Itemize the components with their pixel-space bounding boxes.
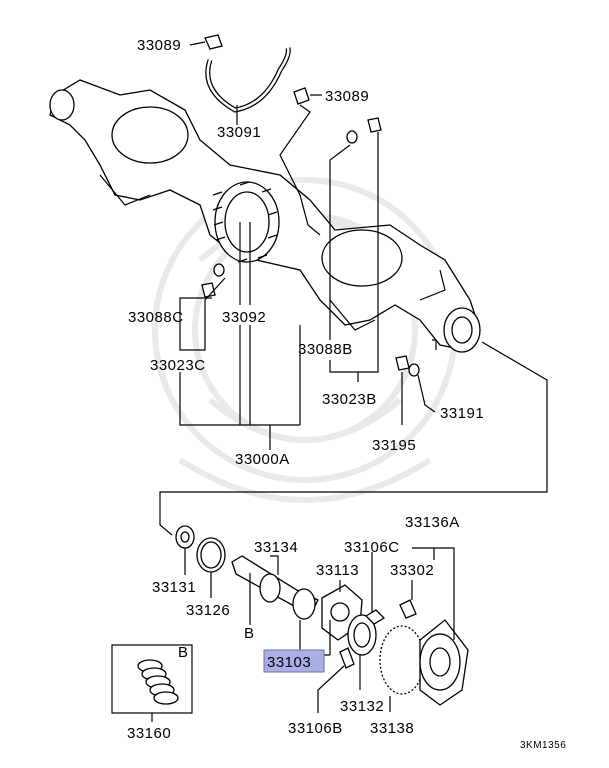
- label-33023b: 33023B: [322, 391, 377, 408]
- label-33195: 33195: [372, 437, 416, 454]
- axle-housing: [49, 79, 481, 353]
- label-33089-top: 33089: [137, 37, 181, 54]
- shaft-assembly: [175, 525, 469, 706]
- fittings: [201, 34, 420, 377]
- label-33000a: 33000A: [235, 451, 290, 468]
- label-33132: 33132: [340, 698, 384, 715]
- label-33113: 33113: [316, 562, 359, 579]
- label-33088b: 33088B: [298, 341, 353, 358]
- label-33160: 33160: [127, 725, 171, 742]
- label-33126: 33126: [186, 602, 230, 619]
- leader-lines-lower: [184, 547, 455, 713]
- label-33134: 33134: [254, 539, 298, 556]
- label-33138: 33138: [370, 720, 414, 737]
- marker-b-shaft: B: [244, 625, 255, 642]
- label-33023c: 33023C: [150, 357, 206, 374]
- label-33088c: 33088C: [128, 309, 184, 326]
- label-33092: 33092: [222, 309, 266, 326]
- highlight-33103: [263, 649, 325, 673]
- label-33106c: 33106C: [344, 539, 400, 556]
- marker-b-box: B: [178, 644, 189, 661]
- breather-hose: [205, 47, 291, 113]
- label-33106b: 33106B: [288, 720, 343, 737]
- leader-lines-upper: [159, 41, 548, 536]
- label-33191: 33191: [440, 405, 484, 422]
- label-33089-mid: 33089: [325, 88, 369, 105]
- label-33091: 33091: [217, 124, 261, 141]
- diagram-code: 3KM1356: [520, 740, 566, 751]
- label-33131: 33131: [152, 579, 196, 596]
- label-33302: 33302: [390, 562, 434, 579]
- spring-pins-box: [111, 644, 193, 722]
- label-33103: 33103: [267, 654, 311, 671]
- label-33136a: 33136A: [405, 514, 460, 531]
